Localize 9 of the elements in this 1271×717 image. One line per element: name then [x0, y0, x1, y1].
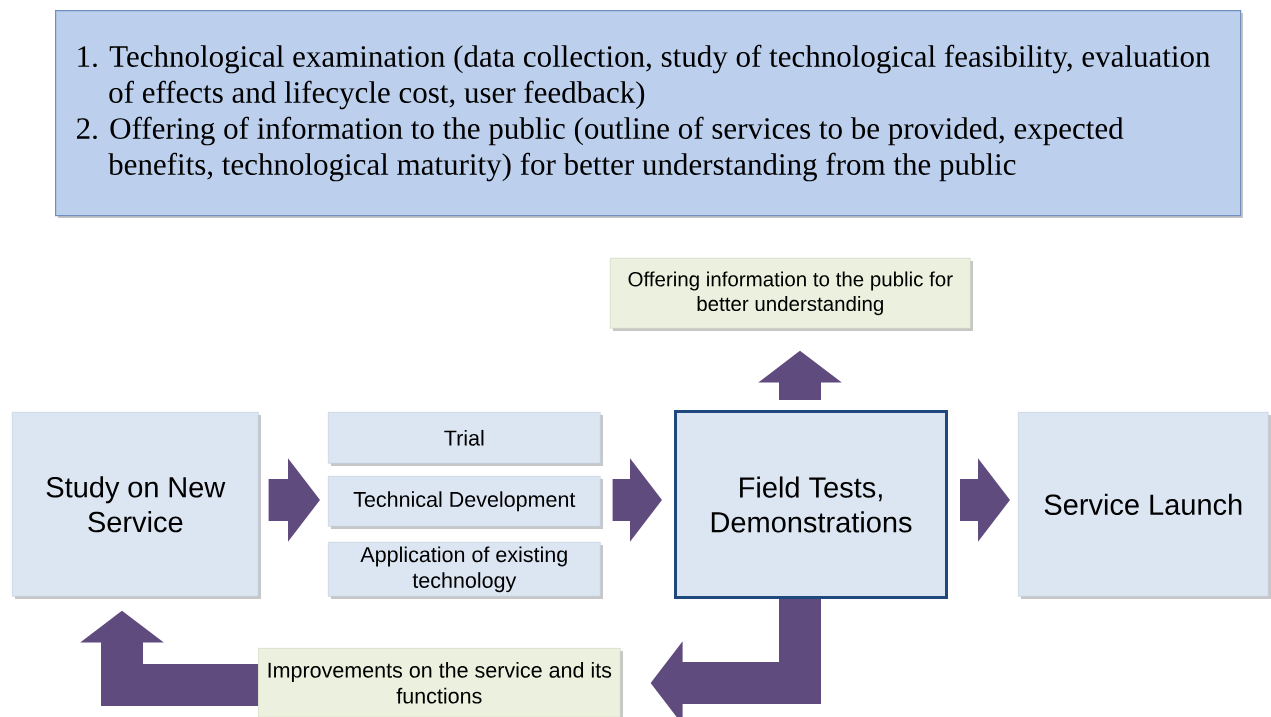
process-box: Trial — [328, 412, 603, 466]
process-box: Service Launch — [1018, 412, 1271, 599]
process-box: Study on New Service — [12, 412, 261, 599]
note-box: 1. Technological examination (data collection, study of technological feasibility, evaluation of effects and lifecycle cost, user feedback) 2. Offering of information to the public (outline of services to be provided, expected benefits, technological maturity) for better understanding from the public — [55, 10, 1243, 218]
info-box: Offering information to the public for better understanding — [610, 258, 973, 331]
process-box: Application of existing technology — [328, 542, 603, 599]
info-box: Improvements on the service and its functions — [258, 648, 623, 717]
process-box: Field Tests, Demonstrations — [674, 410, 948, 599]
process-box: Technical Development — [328, 476, 603, 529]
